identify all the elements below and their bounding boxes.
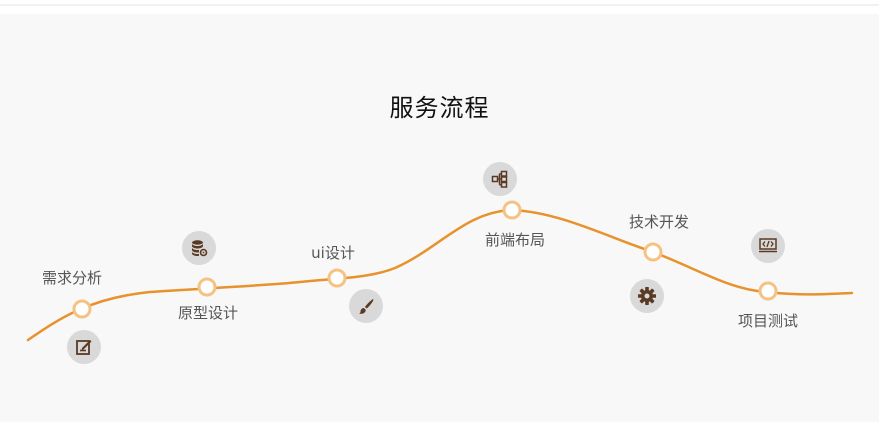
step-icon-development — [630, 279, 664, 313]
step-icon-requirements — [67, 330, 101, 364]
top-divider — [0, 4, 879, 6]
code-icon — [759, 238, 777, 253]
layout-icon — [491, 170, 508, 188]
section-title: 服务流程 — [389, 94, 490, 122]
database-gear-icon — [192, 240, 208, 257]
step-node-2[interactable] — [197, 277, 217, 297]
brush-icon — [359, 299, 374, 314]
step-icon-testing — [751, 229, 785, 263]
step-label-testing: 项目测试 — [737, 312, 799, 330]
service-process-panel — [0, 14, 879, 422]
step-label-frontend: 前端布局 — [484, 231, 546, 249]
step-node-4[interactable] — [502, 200, 522, 220]
step-node-3[interactable] — [327, 268, 347, 288]
step-icon-frontend — [483, 162, 517, 196]
top-strip — [0, 0, 879, 14]
step-label-requirements: 需求分析 — [41, 269, 103, 287]
step-node-1[interactable] — [72, 299, 92, 319]
step-label-ui-design: ui设计 — [311, 244, 355, 262]
step-node-5[interactable] — [643, 242, 663, 262]
step-label-development: 技术开发 — [628, 213, 690, 231]
gear-icon — [638, 287, 656, 305]
step-icon-ui-design — [349, 289, 383, 323]
process-line — [26, 208, 854, 342]
step-icon-prototype — [182, 231, 216, 265]
edit-icon — [76, 340, 92, 355]
step-node-6[interactable] — [758, 281, 778, 301]
step-label-prototype: 原型设计 — [177, 304, 239, 322]
